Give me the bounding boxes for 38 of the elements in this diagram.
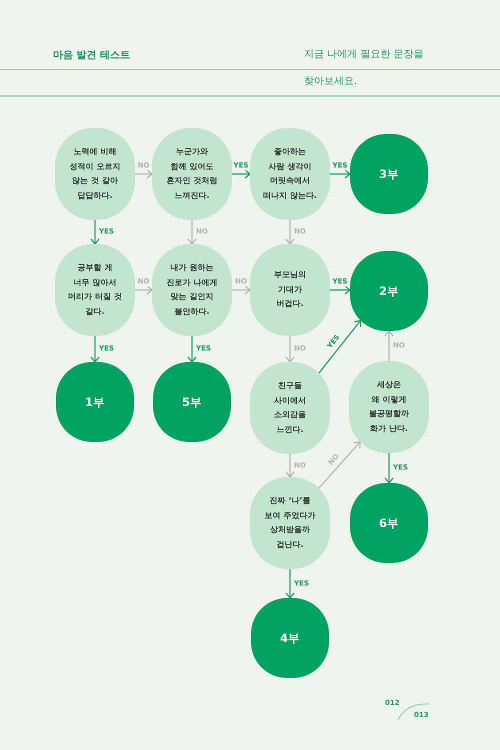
arrow (232, 285, 251, 295)
instruction-text: 지금 나에게 필요한 문장을 찾아보세요. (304, 48, 425, 89)
question-text: 좋아하는 사람 생각이 머릿속에서 떠나지 않는다. (263, 146, 317, 202)
result-text: 6부 (378, 516, 399, 530)
question-box (250, 477, 330, 569)
arrow (384, 453, 394, 484)
arrow (135, 285, 153, 295)
question-text: 누군가와 함께 있어도 혼자인 것처럼 느껴진다. (166, 146, 218, 202)
question-text: 세상은 왜 이렇게 불공평할까 화가 난다. (369, 379, 409, 434)
question-text: 진짜 ‘나’를 보여 주었다가 상처받을까 겁난다. (264, 495, 316, 550)
arrow (90, 336, 100, 363)
arrow (330, 169, 351, 179)
question-box (250, 362, 330, 454)
arrow (285, 336, 295, 363)
result-text: 4부 (280, 630, 300, 646)
question-box (349, 361, 429, 453)
arrow (285, 220, 295, 245)
arrow (384, 330, 394, 361)
arrow (318, 320, 362, 374)
arrow (90, 220, 100, 245)
result-text: 2부 (378, 284, 399, 298)
arrow (232, 169, 251, 179)
result-text: 1부 (84, 394, 105, 410)
result-text: 3부 (378, 166, 399, 182)
arrow (330, 285, 351, 295)
question-text: 공부할 게 너무 많아서 머리가 터질 것 같다. (68, 262, 122, 318)
header-title: 마음 발견 테스트 (53, 49, 130, 62)
arrow (285, 454, 295, 478)
arrow (285, 569, 295, 599)
arrow (135, 169, 153, 179)
question-text: 친구들 사이에서 소외감을 느낀다. (274, 380, 306, 436)
question-text: 노력에 비해 성적이 오르지 않는 것 같아 답답하다. (70, 146, 120, 202)
arrow (187, 336, 197, 363)
question-text: 내가 원하는 진로가 나에게 맞는 길인지 불안하다. (166, 262, 218, 318)
result-text: 5부 (182, 394, 202, 410)
question-text: 부모님의 기대가 버겁다. (274, 269, 306, 310)
arrow (318, 441, 361, 489)
arrow (187, 220, 197, 245)
